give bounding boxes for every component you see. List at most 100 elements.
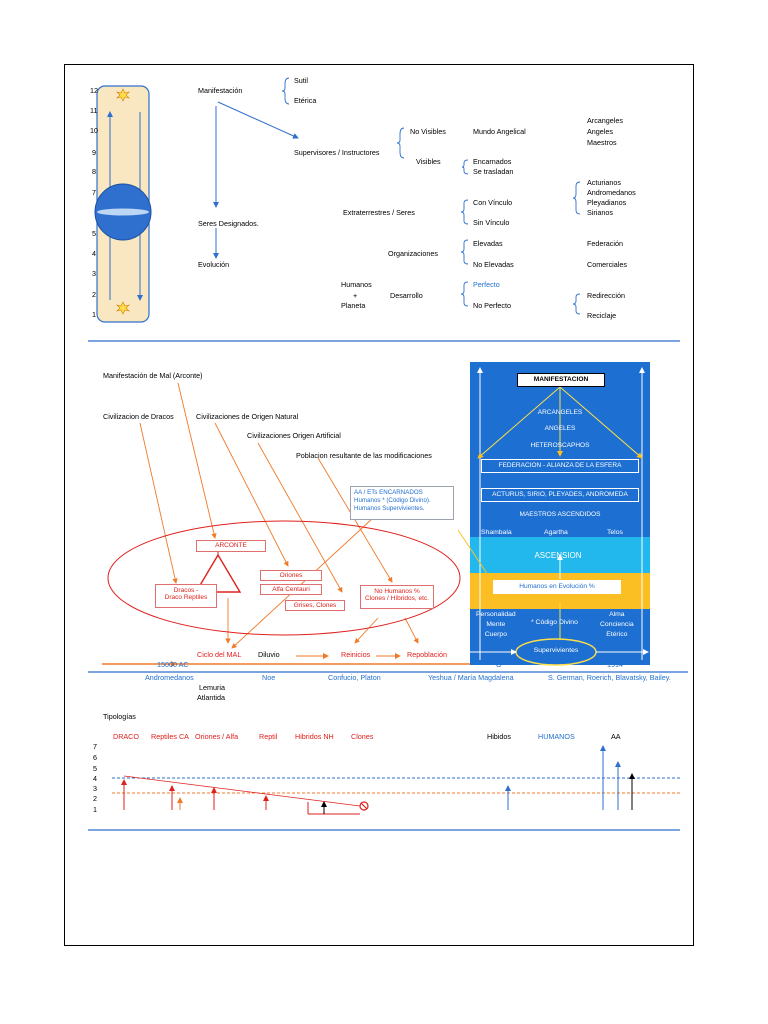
- mente-line: Mente: [486, 620, 506, 628]
- node-sutil: Sutil: [294, 76, 308, 85]
- label-diluvio: Diluvio: [258, 650, 280, 659]
- aa-encarnados-box: AA / ETs ENCARNADOS Humanos * (Código Di…: [350, 486, 454, 520]
- level-1: 1: [92, 310, 96, 319]
- node-angeles: Angeles: [587, 127, 613, 136]
- node-andromedanos: Andromedanos: [587, 188, 636, 197]
- conciencia-line: Conciencia: [600, 620, 634, 628]
- node-eterica: Etérica: [294, 96, 317, 105]
- panel-humanos-evolucion: Humanos en Evolución %: [492, 579, 622, 595]
- node-seres-designados: Seres Designados.: [198, 219, 259, 228]
- panel-personalidad: Personalidad Mente Cuerpo: [476, 610, 516, 640]
- blevel-1: 1: [93, 805, 97, 814]
- level-5: 5: [92, 229, 96, 238]
- node-reciclaje: Reciclaje: [587, 311, 617, 320]
- stop-icon: [359, 801, 369, 811]
- aa-line-2: Humanos * (Código Divino).: [354, 496, 431, 504]
- node-acturianos: Acturianos: [587, 178, 621, 187]
- type-clones: Clones: [351, 732, 374, 741]
- aa-line-3: Humanos Supervivientes.: [354, 504, 425, 512]
- era-confucio: Confucio, Platon: [328, 673, 381, 682]
- label-ciclo-mal: Ciclo del MAL: [197, 650, 242, 659]
- type-aa: AA: [611, 732, 621, 741]
- oriones-box: Oriones: [260, 570, 322, 581]
- blevel-2: 2: [93, 794, 97, 803]
- node-planeta: Planeta: [341, 301, 366, 310]
- panel-manifestacion: MANIFESTACION: [517, 373, 605, 387]
- node-se-trasladan: Se trasladan: [473, 167, 514, 176]
- era-yeshua: Yeshua / María Magdalena: [428, 673, 514, 682]
- panel-acturus: ACTURUS, SIRIO, PLEYADES, ANDROMEDA: [481, 488, 639, 502]
- label-civ-artificial: Civilizaciones Origen Artificial: [247, 431, 341, 440]
- level-12: 12: [90, 86, 98, 95]
- label-zero: O: [496, 660, 502, 669]
- panel-agartha: Agartha: [544, 529, 568, 536]
- level-9: 9: [92, 148, 96, 157]
- node-no-visibles: No Visibles: [410, 127, 446, 136]
- type-draco: DRACO: [113, 732, 139, 741]
- blevel-6: 6: [93, 753, 97, 762]
- label-1914: 1914: [607, 660, 623, 669]
- node-sirianos: Sirianos: [587, 208, 613, 217]
- label-reinicios: Reinicios: [341, 650, 371, 659]
- node-organizaciones: Organizaciones: [388, 249, 438, 258]
- node-comerciales: Comerciales: [587, 260, 627, 269]
- no-humanos-line-2: Clones / Híbridos, etc.: [365, 595, 429, 603]
- level-4: 4: [92, 249, 96, 258]
- blevel-7: 7: [93, 742, 97, 751]
- node-perfecto: Perfecto: [473, 280, 500, 289]
- panel-telos: Telos: [607, 529, 623, 536]
- node-humanos: Humanos: [341, 280, 372, 289]
- era-andromedanos: Andromedanos: [145, 673, 194, 682]
- panel-ascension: ASCENSION: [534, 551, 582, 560]
- node-evolucion: Evolución: [198, 260, 230, 269]
- panel-shambala: Shambala: [481, 529, 512, 536]
- no-humanos-line-1: No Humanos %: [374, 588, 420, 595]
- dracos-line-2: Draco Reptiles: [164, 594, 208, 602]
- level-2: 2: [92, 290, 96, 299]
- star-bottom-icon: [116, 301, 130, 315]
- panel-arcangeles: ARCANGELES: [537, 409, 583, 416]
- level-3: 3: [92, 269, 96, 278]
- blevel-4: 4: [93, 774, 97, 783]
- dracos-box: Dracos - Draco Reptiles: [155, 584, 217, 608]
- node-no-elevadas: No Elevadas: [473, 260, 514, 269]
- node-pleyadianos: Pleyadianos: [587, 198, 627, 207]
- node-visibles: Visibles: [416, 157, 441, 166]
- label-civ-natural: Civilizaciones de Origen Natural: [196, 412, 299, 421]
- era-noe: Noe: [262, 673, 276, 682]
- label-tipologias: Tipologías: [103, 712, 136, 721]
- personalidad-line: Personalidad: [476, 611, 516, 618]
- node-extraterrestres: Extraterrestres / Seres: [343, 208, 415, 217]
- panel-federacion: FEDERACION - ALIANZA DE LA ESFERA: [481, 459, 639, 473]
- eterico-line: Etérico: [606, 630, 628, 638]
- no-humanos-box: No Humanos % Clones / Híbridos, etc.: [360, 585, 434, 609]
- blevel-5: 5: [93, 764, 97, 773]
- alma-line: Alma: [609, 611, 625, 618]
- type-reptiles: Reptiles CA: [151, 732, 189, 741]
- node-elevadas: Elevadas: [473, 239, 503, 248]
- panel-heteroscaphos: HETEROSCAPHOS: [530, 442, 590, 449]
- level-8: 8: [92, 167, 96, 176]
- node-redireccion: Redirección: [587, 291, 625, 300]
- arconte-box: ARCONTE: [196, 540, 266, 552]
- era-sgerman: S. German, Roerich, Blavatsky, Bailey.: [548, 673, 671, 682]
- node-manifestacion: Manifestación: [198, 86, 243, 95]
- alfa-box: Alfa Centauri: [260, 584, 322, 595]
- type-hibridos-nh: Hibridos NH: [295, 732, 334, 741]
- star-top-icon: [116, 88, 130, 102]
- type-hibidos: Hibidos: [487, 732, 511, 741]
- node-desarrollo: Desarrollo: [390, 291, 423, 300]
- node-maestros: Maestros: [587, 138, 617, 147]
- panel-alma: Alma Conciencia Etérico: [600, 610, 634, 640]
- type-reptil: Reptil: [259, 732, 278, 741]
- label-15000: 15000 AC: [157, 660, 189, 669]
- panel-codigo: * Código Divino: [531, 619, 578, 626]
- type-humanos: HUMANOS: [538, 732, 575, 741]
- type-oriones: Oriones / Alfa: [195, 732, 239, 741]
- node-arcangeles: Arcangeles: [587, 116, 623, 125]
- era-atlantida: Atlantida: [197, 693, 225, 702]
- page-frame: [64, 64, 694, 946]
- node-sin-vinculo: Sin Vínculo: [473, 218, 510, 227]
- cuerpo-line: Cuerpo: [484, 630, 507, 638]
- label-repoblacion: Repoblación: [407, 650, 447, 659]
